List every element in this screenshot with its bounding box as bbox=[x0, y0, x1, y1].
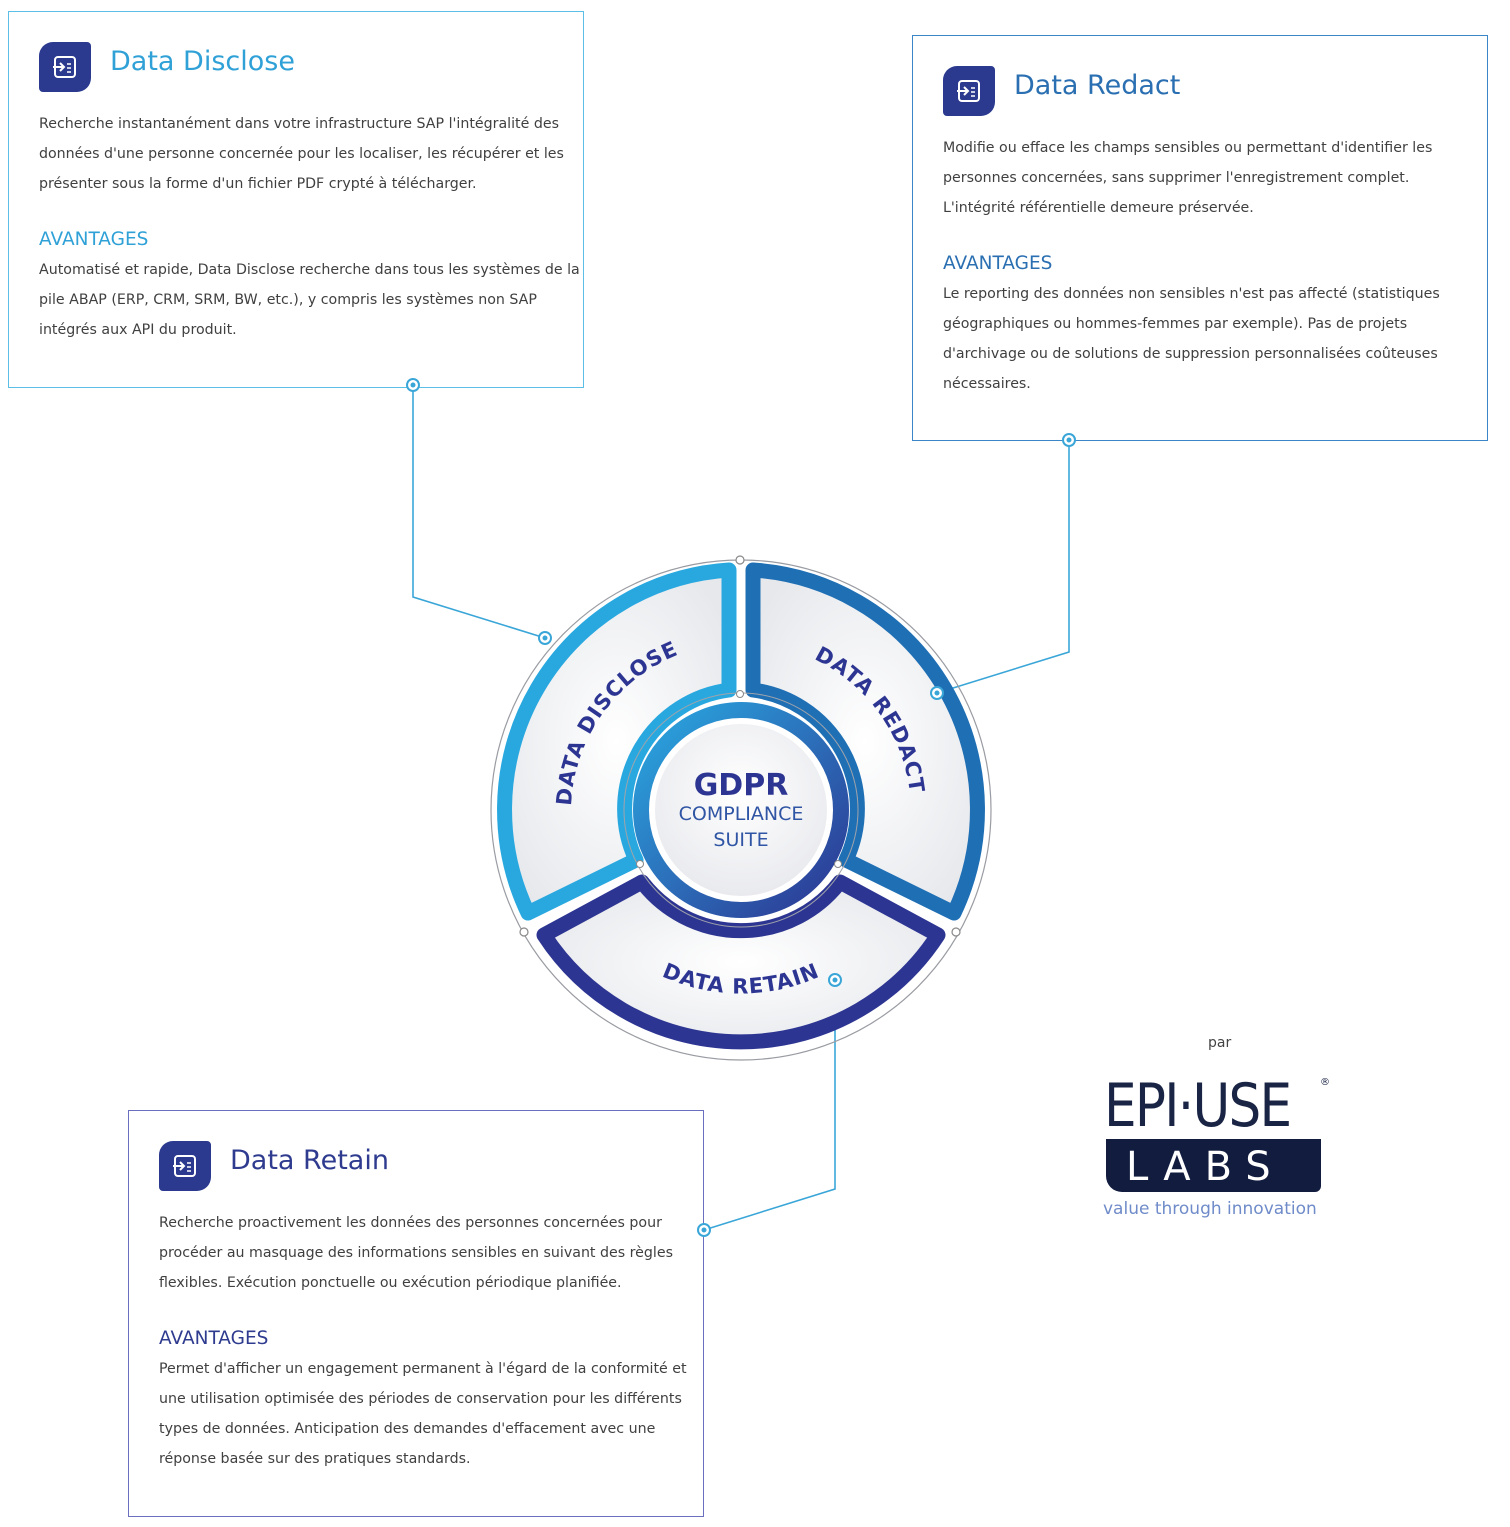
advantages-text: Automatisé et rapide, Data Disclose rech… bbox=[39, 262, 580, 338]
center-title: GDPR bbox=[694, 768, 789, 803]
connector-retain bbox=[703, 980, 836, 1231]
advantages-heading: AVANTAGES bbox=[39, 229, 149, 250]
ring-dot bbox=[519, 927, 529, 937]
center-line1: COMPLIANCE bbox=[679, 803, 804, 825]
connector-dots bbox=[406, 378, 1076, 1237]
document-arrow-icon bbox=[39, 42, 91, 92]
logo-brand-top: EPI·USE bbox=[1104, 1071, 1292, 1141]
segment-redact bbox=[745, 562, 985, 921]
card-description: Recherche instantanément dans votre infr… bbox=[39, 116, 564, 192]
card-data-redact: Data Redact Modifie ou efface les champs… bbox=[912, 35, 1488, 441]
card-data-disclose: Data Disclose Recherche instantanément d… bbox=[8, 11, 584, 388]
advantages-text: Permet d'afficher un engagement permanen… bbox=[159, 1361, 687, 1467]
ring-dot bbox=[736, 690, 744, 698]
by-label: par bbox=[1208, 1035, 1232, 1051]
logo-labs-box bbox=[1106, 1139, 1321, 1192]
center-disc bbox=[655, 724, 827, 896]
inner-ring bbox=[633, 702, 849, 918]
card-title: Data Disclose bbox=[110, 46, 295, 77]
connector-redact bbox=[936, 441, 1070, 694]
document-arrow-icon bbox=[943, 66, 995, 116]
segment-disclose bbox=[497, 562, 737, 921]
logo-brand-bottom: LABS bbox=[1126, 1144, 1285, 1190]
logo-tagline: value through innovation bbox=[1103, 1199, 1317, 1219]
ring-dot bbox=[735, 555, 745, 565]
document-arrow-icon bbox=[159, 1141, 211, 1191]
epi-use-labs-logo: EPI·USE ® LABS value through innovation bbox=[1100, 1073, 1340, 1223]
connector-disclose bbox=[412, 386, 546, 639]
card-title: Data Redact bbox=[1014, 70, 1181, 101]
advantages-text: Le reporting des données non sensibles n… bbox=[943, 286, 1440, 392]
card-description: Recherche proactivement les données des … bbox=[159, 1215, 673, 1291]
advantages-heading: AVANTAGES bbox=[159, 1328, 269, 1349]
center-line2: SUITE bbox=[713, 829, 768, 851]
card-description: Modifie ou efface les champs sensibles o… bbox=[943, 140, 1433, 216]
advantages-heading: AVANTAGES bbox=[943, 253, 1053, 274]
ring-dot bbox=[636, 860, 644, 868]
segment-retain bbox=[536, 874, 946, 1050]
card-title: Data Retain bbox=[230, 1145, 389, 1176]
ring-dot bbox=[951, 927, 961, 937]
ring-dot bbox=[834, 860, 842, 868]
registered-mark: ® bbox=[1320, 1077, 1330, 1088]
card-data-retain: Data Retain Recherche proactivement les … bbox=[128, 1110, 704, 1517]
